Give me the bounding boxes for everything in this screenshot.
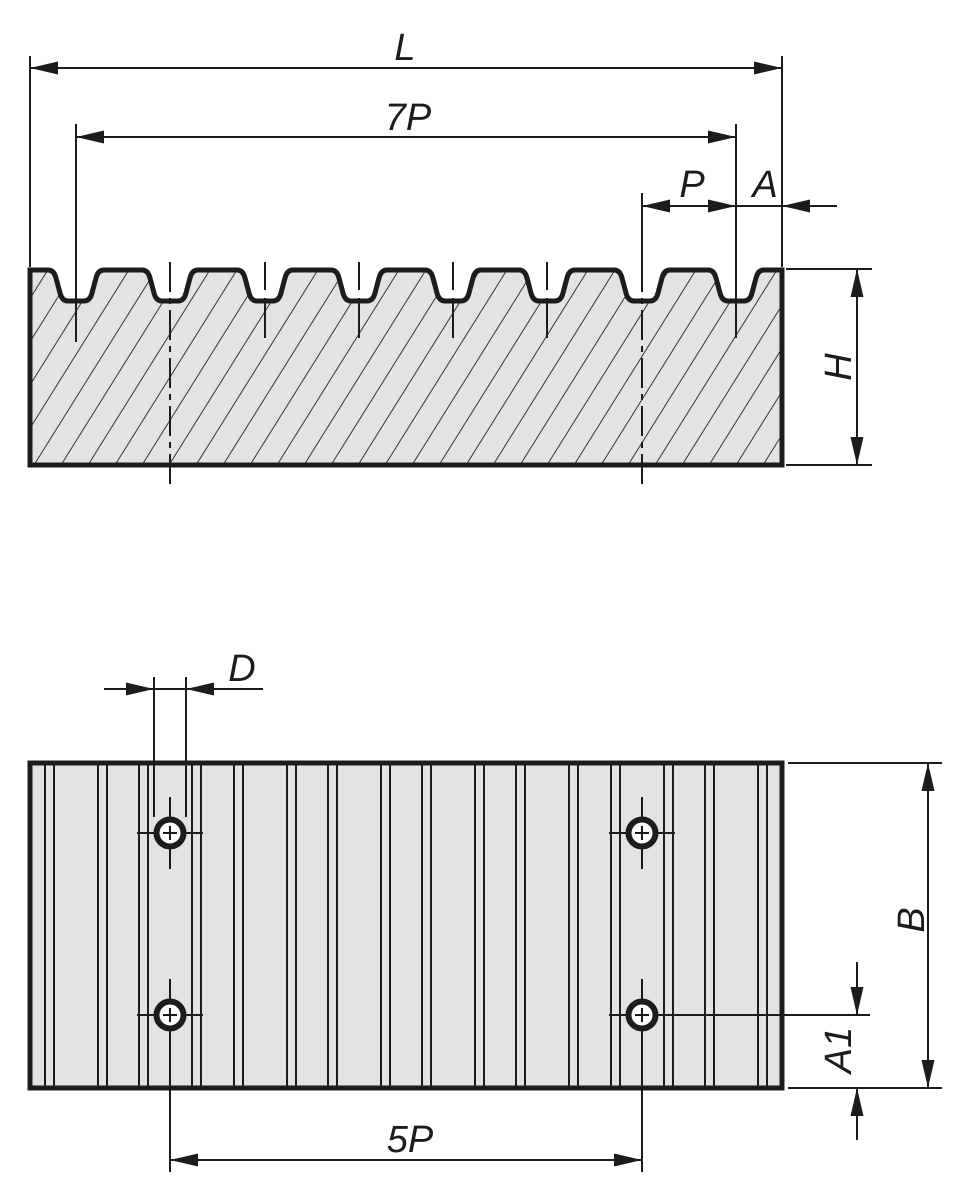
hole-top-left	[137, 797, 203, 869]
hole-center-cross	[609, 979, 870, 1172]
hole-top-right	[609, 797, 675, 869]
hole-bottom-right	[609, 979, 870, 1172]
dimension-5P: 5P	[170, 1119, 642, 1167]
dim-label-D: D	[228, 648, 255, 690]
dim-label-7P: 7P	[385, 97, 432, 139]
rack-section-hatching	[30, 270, 782, 465]
arrowhead	[754, 61, 782, 75]
hole-center-cross	[609, 797, 675, 869]
plate-outline	[27, 760, 785, 1091]
hole-center-cross	[137, 797, 203, 869]
dimension-D: D	[104, 648, 263, 817]
hole-bottom-left	[137, 979, 203, 1172]
plan-view: D B A1 5P	[27, 648, 942, 1172]
arrowhead	[614, 1153, 642, 1167]
dimension-A1: A1	[818, 962, 864, 1140]
dimension-B: B	[788, 762, 942, 1089]
dimension-7P: 7P	[75, 97, 737, 342]
dim-label-A: A	[750, 164, 777, 206]
plate-fill	[30, 763, 782, 1088]
arrowhead	[782, 199, 810, 213]
dim-label-L: L	[394, 27, 415, 69]
dim-label-P: P	[679, 164, 705, 206]
dim-label-H: H	[818, 353, 860, 381]
dim-label-B: B	[891, 907, 933, 932]
arrowhead	[642, 199, 670, 213]
arrowhead	[170, 1153, 198, 1167]
dimension-P-A: P A	[641, 164, 837, 262]
arrowhead	[850, 437, 864, 465]
arrowhead	[708, 199, 736, 213]
arrowhead	[850, 987, 864, 1015]
dim-label-5P: 5P	[387, 1119, 434, 1161]
arrowhead	[850, 1088, 864, 1116]
groove-stripes	[44, 765, 768, 1086]
dim-label-A1: A1	[818, 1027, 860, 1075]
arrowhead	[186, 682, 214, 696]
dimension-H: H	[786, 268, 872, 466]
arrowhead	[850, 269, 864, 297]
arrowhead	[30, 61, 58, 75]
arrowhead	[126, 682, 154, 696]
arrowhead	[921, 763, 935, 791]
rack-outline	[27, 267, 785, 468]
arrowhead	[921, 1060, 935, 1088]
profile-view: L 7P P A H	[27, 27, 872, 490]
arrowhead	[708, 130, 736, 144]
arrowhead	[76, 130, 104, 144]
hole-center-cross	[137, 979, 203, 1172]
pitch-center-lines	[169, 262, 643, 490]
dimension-L: L	[29, 27, 783, 267]
